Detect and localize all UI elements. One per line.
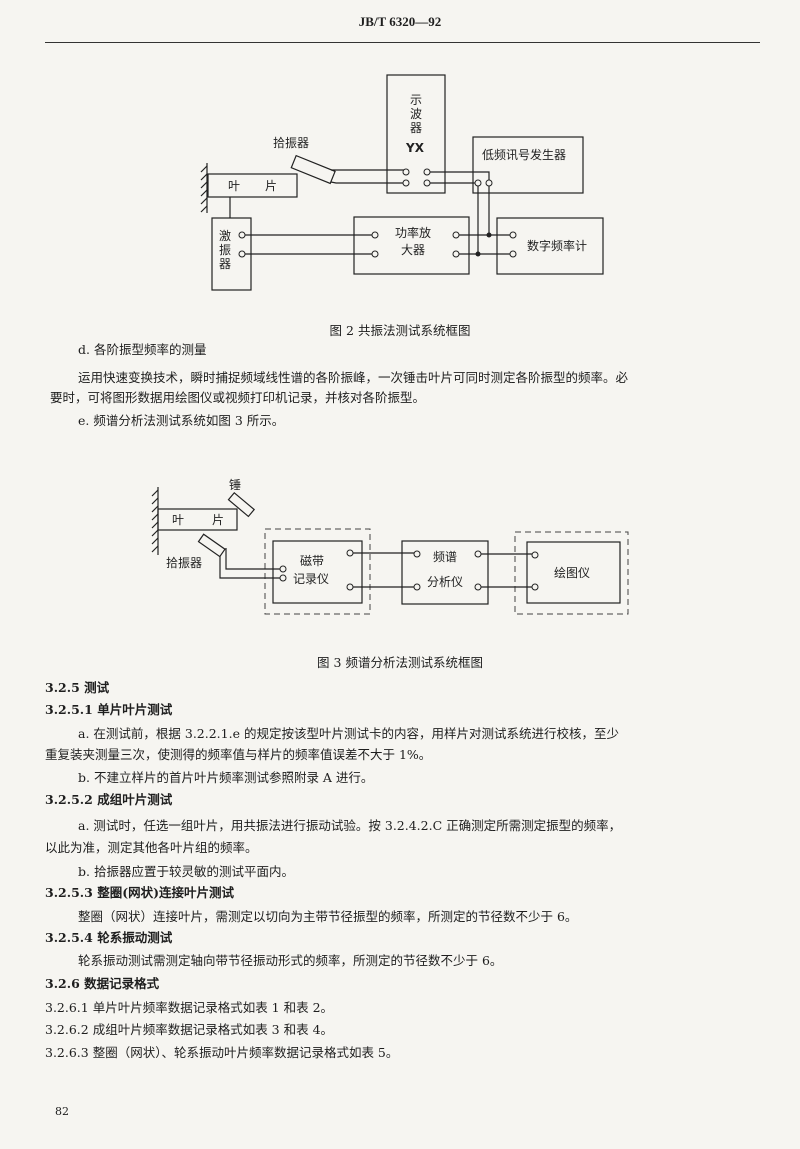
figure-2-caption: 图 2 共振法测试系统框图: [329, 323, 471, 338]
text-3-2-5-4: 轮系振动测试需测定轴向带节径振动形式的频率，所测定的节径数不少于 6。: [78, 953, 503, 968]
pickup-label: 拾振器: [273, 135, 309, 150]
figure-2-terminals: [238, 168, 517, 258]
frequency-counter-box: [496, 217, 604, 275]
wall-fixture: [151, 487, 159, 555]
figure-3-wires: [219, 548, 532, 588]
text-3-2-5-3: 整圈（网状）连接叶片，需测定以切向为主带节径振型的频率，所测定的节径数不少于 6…: [78, 909, 578, 924]
section-d-text-2: 要时，可将图形数据用绘图仪或视频打印机记录，并核对各阶振型。: [50, 390, 426, 405]
blade-box: [157, 508, 238, 531]
hammer-label: 锤: [229, 477, 241, 492]
text-3-2-6-3: 3.2.6.3 整圈（网状）、轮系振动叶片频率数据记录格式如表 5。: [45, 1045, 399, 1060]
blade-box: [207, 173, 298, 198]
hammer-icon: [227, 491, 256, 518]
amplifier-label-1: 功率放: [395, 225, 431, 240]
text-3-2-5-1-b: b. 不建立样片的首片叶片频率测试参照附录 A 进行。: [78, 770, 374, 785]
text-3-2-6-2: 3.2.6.2 成组叶片频率数据记录格式如表 3 和表 4。: [45, 1022, 334, 1037]
signal-generator-label: 低频讯号发生器: [482, 147, 566, 162]
blade-label-2: 片: [212, 513, 224, 527]
heading-3-2-6: 3.2.6 数据记录格式: [45, 976, 160, 991]
pickup-label: 拾振器: [166, 555, 202, 570]
spectrum-analyzer-label-1: 频谱: [433, 550, 457, 564]
header-rule: [45, 42, 760, 43]
section-d-title: d. 各阶振型频率的测量: [78, 342, 207, 357]
text-3-2-5-2-a-2: 以此为准，测定其他各叶片组的频率。: [45, 840, 258, 855]
text-3-2-5-2-b: b. 拾振器应置于较灵敏的测试平面内。: [78, 864, 294, 879]
spectrum-analyzer-box: [401, 540, 489, 605]
frequency-counter-label: 数字频率计: [527, 238, 587, 253]
text-3-2-5-2-a-1: a. 测试时，任选一组叶片，用共振法进行振动试验。按 3.2.4.2.C 正确测…: [78, 818, 622, 833]
heading-3-2-5-1: 3.2.5.1 单片叶片测试: [45, 702, 173, 717]
text-3-2-5-1-a-2: 重复装夹测量三次，使测得的频率值与样片的频率值误差不大于 1%。: [45, 747, 432, 762]
blade-label-1: 叶: [228, 179, 240, 193]
oscilloscope-label-3: 器: [410, 121, 422, 135]
pickup-sensor: [197, 533, 226, 558]
spectrum-analyzer-label-2: 分析仪: [427, 575, 463, 589]
oscilloscope-box: [386, 74, 446, 194]
figure-3-caption: 图 3 频谱分析法测试系统框图: [317, 655, 483, 670]
amplifier-box: [353, 216, 470, 275]
wall-fixture: [200, 163, 208, 213]
exciter-label-3: 器: [219, 257, 231, 271]
tape-recorder-dashed-frame: [264, 528, 371, 615]
exciter-label-1: 激: [219, 229, 231, 243]
figure-3-diagram: 叶 片 锤 拾振器 磁带 记录仪 频谱 分析仪 绘图仪: [151, 477, 629, 615]
text-3-2-5-1-a-1: a. 在测试前，根据 3.2.2.1.e 的规定按该型叶片测试卡的内容，用样片对…: [78, 726, 619, 741]
exciter-label-2: 振: [219, 243, 231, 257]
oscilloscope-label-2: 波: [410, 107, 422, 121]
text-3-2-6-1: 3.2.6.1 单片叶片频率数据记录格式如表 1 和表 2。: [45, 1000, 334, 1015]
section-e-text: e. 频谱分析法测试系统如图 3 所示。: [78, 413, 285, 428]
tape-recorder-label-2: 记录仪: [293, 572, 329, 586]
heading-3-2-5: 3.2.5 测试: [45, 680, 110, 695]
plotter-dashed-frame: [514, 531, 629, 615]
blade-label-2: 片: [265, 179, 277, 193]
figure-2-diagram: 叶 片 拾振器 示 波 器 YX 低频讯号发生器 激 振 器 功率放 大器 数字…: [200, 74, 604, 291]
section-d-text-1: 运用快速变换技术，瞬时捕捉频域线性谱的各阶振峰，一次锤击叶片可同时测定各阶振型的…: [78, 370, 629, 385]
standard-code-header: JB/T 6320—92: [358, 14, 442, 29]
amplifier-label-2: 大器: [401, 243, 425, 257]
heading-3-2-5-2: 3.2.5.2 成组叶片测试: [45, 792, 173, 807]
tape-recorder-label-1: 磁带: [300, 553, 324, 568]
blade-label-1: 叶: [172, 513, 184, 527]
figure-2-wires: [229, 169, 510, 257]
heading-3-2-5-3: 3.2.5.3 整圈(网状)连接叶片测试: [45, 885, 235, 900]
plotter-label: 绘图仪: [554, 565, 590, 580]
heading-3-2-5-4: 3.2.5.4 轮系振动测试: [45, 930, 173, 945]
figure-3-terminals: [279, 549, 539, 591]
pickup-sensor: [290, 154, 336, 185]
oscilloscope-label-1: 示: [410, 93, 422, 107]
tape-recorder-box: [272, 540, 363, 604]
signal-generator-box: [472, 136, 584, 194]
page-number: 82: [55, 1105, 69, 1118]
plotter-box: [526, 541, 621, 604]
oscilloscope-yx-label: YX: [405, 141, 425, 155]
